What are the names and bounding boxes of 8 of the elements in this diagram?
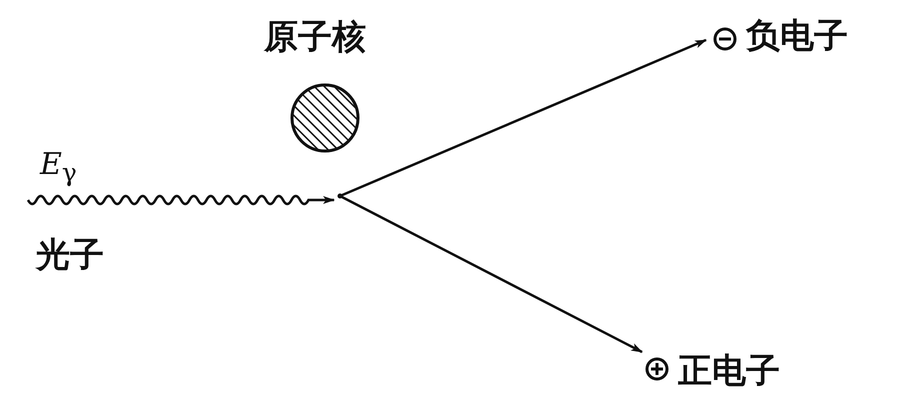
photon-label: 光子 xyxy=(36,238,104,272)
arrow xyxy=(340,38,707,198)
particle-label: 负电子 xyxy=(746,19,848,53)
node-heading: 原子核 xyxy=(264,20,366,54)
particle-label: 正电子 xyxy=(678,354,780,388)
edge-label: E$_{γ}$ xyxy=(40,150,77,185)
arrow xyxy=(339,194,643,354)
photon-wave-arrow xyxy=(27,195,335,205)
